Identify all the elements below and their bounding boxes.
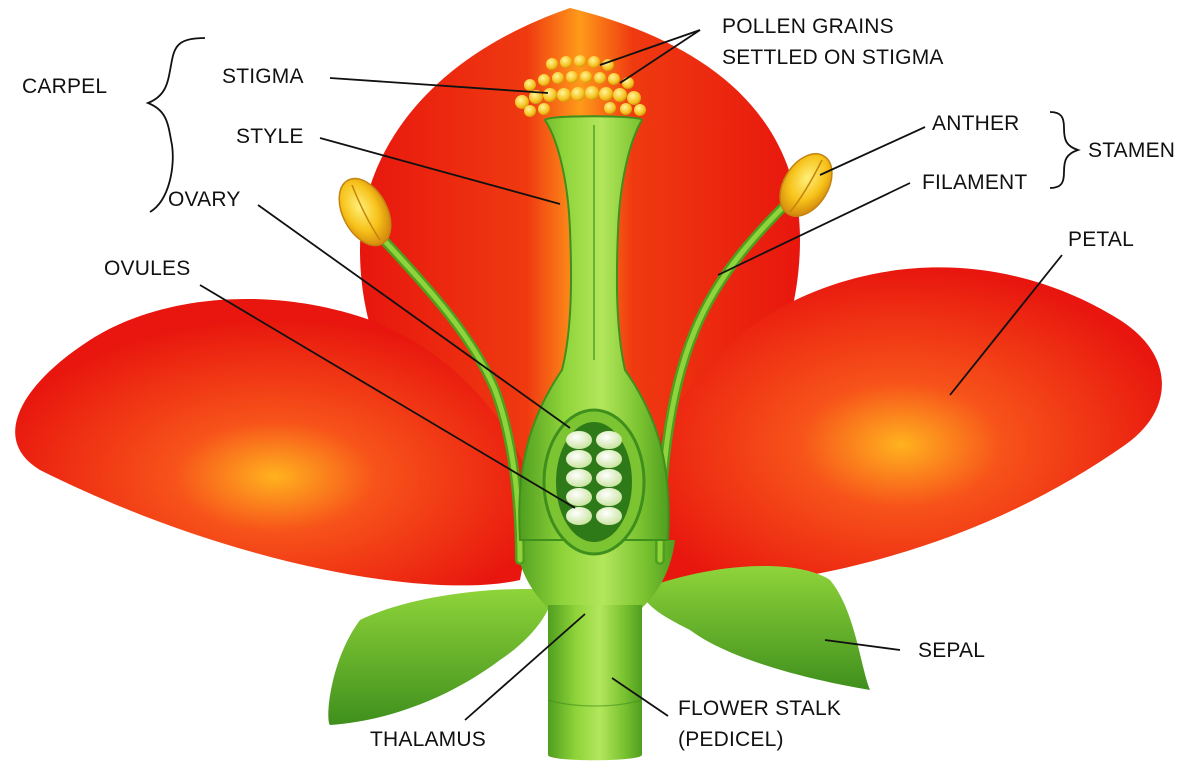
pollen-label-line2: SETTLED ON STIGMA — [722, 45, 944, 70]
carpel-brace — [148, 38, 205, 212]
ovary-label: OVARY — [168, 187, 241, 212]
carpel-label: CARPEL — [22, 74, 107, 99]
anther-label: ANTHER — [932, 111, 1020, 136]
anther-leader — [820, 127, 925, 175]
stalk-label-line2: (PEDICEL) — [678, 727, 784, 752]
stamen-label: STAMEN — [1088, 138, 1175, 163]
thalamus-label: THALAMUS — [370, 727, 486, 752]
sepal-left — [328, 589, 555, 725]
sepal-label: SEPAL — [918, 638, 985, 663]
stalk-label-line1: FLOWER STALK — [678, 696, 841, 721]
petal-label: PETAL — [1068, 227, 1134, 252]
flower-stalk — [548, 605, 642, 760]
stigma-label: STIGMA — [222, 64, 304, 89]
style-label: STYLE — [236, 124, 304, 149]
sepal-right — [640, 566, 870, 690]
filament-label: FILAMENT — [922, 170, 1027, 195]
stamen-brace — [1050, 112, 1078, 188]
pollen-label-line1: POLLEN GRAINS — [722, 14, 894, 39]
ovules-label: OVULES — [104, 256, 190, 281]
